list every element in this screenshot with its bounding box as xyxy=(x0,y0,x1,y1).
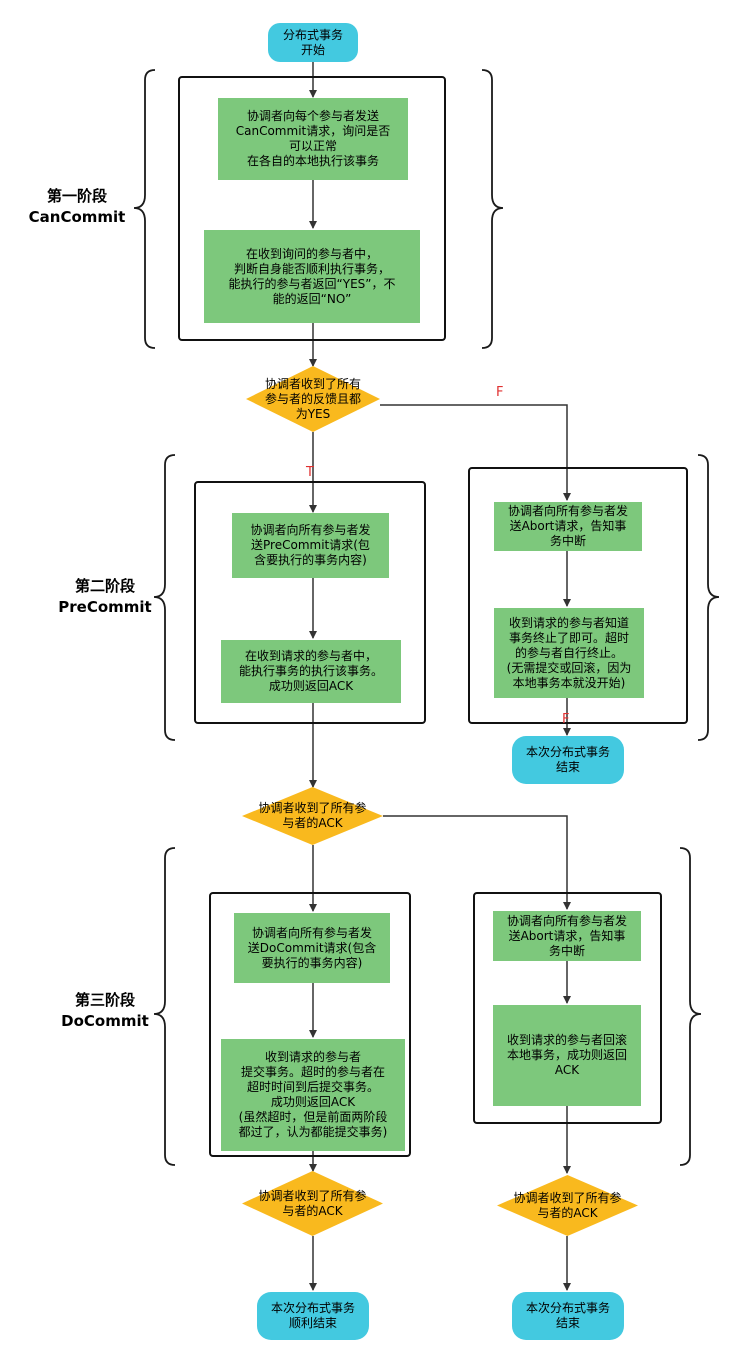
decision2-shape xyxy=(242,787,383,845)
end-left-node: 本次分布式事务 顺利结束 xyxy=(257,1292,369,1340)
decision3-left-text: 协调者收到了所有参 与者的ACK xyxy=(258,1188,367,1218)
phase3-right-step1: 协调者向所有参与者发 送Abort请求，告知事 务中断 xyxy=(493,911,641,961)
phase1-step1-text: 协调者向每个参与者发送 CanCommit请求，询问是否 可以正常 在各自的本地… xyxy=(235,109,391,168)
phase3-left-step1-text: 协调者向所有参与者发 送DoCommit请求(包含 要执行的事务内容) xyxy=(247,925,377,970)
phase1-step2-text: 在收到询问的参与者中， 判断自身能否顺利执行事务， 能执行的参与者返回“YES”… xyxy=(228,246,396,306)
start-node: 分布式事务 开始 xyxy=(268,23,358,62)
phase2-right-frame xyxy=(468,467,688,724)
phase2-left-frame xyxy=(194,481,426,724)
phase2-right-step2: 收到请求的参与者知道 事务终止了即可。超时 的参与者自行终止。 (无需提交或回滚… xyxy=(494,608,644,698)
phase3-right-step1-text: 协调者向所有参与者发 送Abort请求，告知事 务中断 xyxy=(506,913,627,958)
decision1: 协调者收到了所有 参与者的反馈且都 为YES xyxy=(246,366,380,432)
phase3-left-step1: 协调者向所有参与者发 送DoCommit请求(包含 要执行的事务内容) xyxy=(234,913,390,983)
connectors xyxy=(309,62,571,1291)
phase3-right-frame xyxy=(473,892,662,1124)
phase2-right-step2-text: 收到请求的参与者知道 事务终止了即可。超时 的参与者自行终止。 (无需提交或回滚… xyxy=(506,615,632,690)
phase2-false-flag: F xyxy=(562,712,570,727)
phase2-end-node: 本次分布式事务 结束 xyxy=(512,736,624,784)
false-flag: F xyxy=(496,385,504,400)
decision2-text: 协调者收到了所有参 与者的ACK xyxy=(258,801,367,830)
decision1-shape xyxy=(246,366,380,432)
phase3-right-step2-text: 收到请求的参与者回滚 本地事务，成功则返回 ACK xyxy=(506,1033,627,1077)
phase1-right-brace xyxy=(481,69,504,349)
phase2-right-step1-text: 协调者向所有参与者发 送Abort请求，告知事 务中断 xyxy=(507,504,628,548)
phase2-left-step1: 协调者向所有参与者发 送PreCommit请求(包 含要执行的事务内容) xyxy=(232,513,389,578)
phase3-right-step2: 收到请求的参与者回滚 本地事务，成功则返回 ACK xyxy=(493,1005,641,1106)
true-flag: T xyxy=(306,465,314,480)
phase2-title: 第二阶段 PreCommit xyxy=(58,577,152,616)
phase2-right-brace xyxy=(697,454,720,741)
phase3-title: 第三阶段 DoCommit xyxy=(61,991,149,1030)
decision3-right-shape xyxy=(497,1175,638,1236)
phase-braces xyxy=(133,69,720,1166)
phase3-left-step2: 收到请求的参与者 提交事务。超时的参与者在 超时时间到后提交事务。 成功则返回A… xyxy=(221,1039,405,1151)
end-right-node: 本次分布式事务 结束 xyxy=(512,1292,624,1340)
decision3-left-shape xyxy=(242,1171,383,1236)
phase2-left-brace xyxy=(153,454,176,741)
phase1-step1: 协调者向每个参与者发送 CanCommit请求，询问是否 可以正常 在各自的本地… xyxy=(218,98,408,180)
phase2-left-step2: 在收到请求的参与者中， 能执行事务的执行该事务。 成功则返回ACK xyxy=(221,640,401,703)
phase1-step2: 在收到询问的参与者中， 判断自身能否顺利执行事务， 能执行的参与者返回“YES”… xyxy=(204,230,420,323)
start-label: 分布式事务 开始 xyxy=(282,27,343,57)
phase1-frame xyxy=(178,76,446,341)
phase2-end-text: 本次分布式事务 结束 xyxy=(525,745,610,774)
end-right-text: 本次分布式事务 结束 xyxy=(525,1301,610,1330)
phase3-left-step2-text: 收到请求的参与者 提交事务。超时的参与者在 超时时间到后提交事务。 成功则返回A… xyxy=(238,1050,388,1139)
phase1-left-brace xyxy=(133,69,156,349)
phase3-left-frame xyxy=(209,892,411,1157)
phase1-title: 第一阶段 CanCommit xyxy=(28,187,126,226)
phase2-right-step1: 协调者向所有参与者发 送Abort请求，告知事 务中断 xyxy=(494,502,642,551)
decision2: 协调者收到了所有参 与者的ACK xyxy=(242,787,383,845)
decision3-left: 协调者收到了所有参 与者的ACK xyxy=(242,1171,383,1236)
edge-d2-no xyxy=(383,815,571,910)
decision3-right-text: 协调者收到了所有参 与者的ACK xyxy=(513,1190,622,1220)
phase2-left-step1-text: 协调者向所有参与者发 送PreCommit请求(包 含要执行的事务内容) xyxy=(250,523,371,567)
phase3-right-brace xyxy=(679,847,702,1166)
phase3-left-brace xyxy=(153,847,176,1166)
decision3-right: 协调者收到了所有参 与者的ACK xyxy=(497,1175,638,1236)
decision1-text: 协调者收到了所有 参与者的反馈且都 为YES xyxy=(264,376,361,421)
phase2-left-step2-text: 在收到请求的参与者中， 能执行事务的执行该事务。 成功则返回ACK xyxy=(238,649,383,693)
end-left-text: 本次分布式事务 顺利结束 xyxy=(270,1301,355,1330)
